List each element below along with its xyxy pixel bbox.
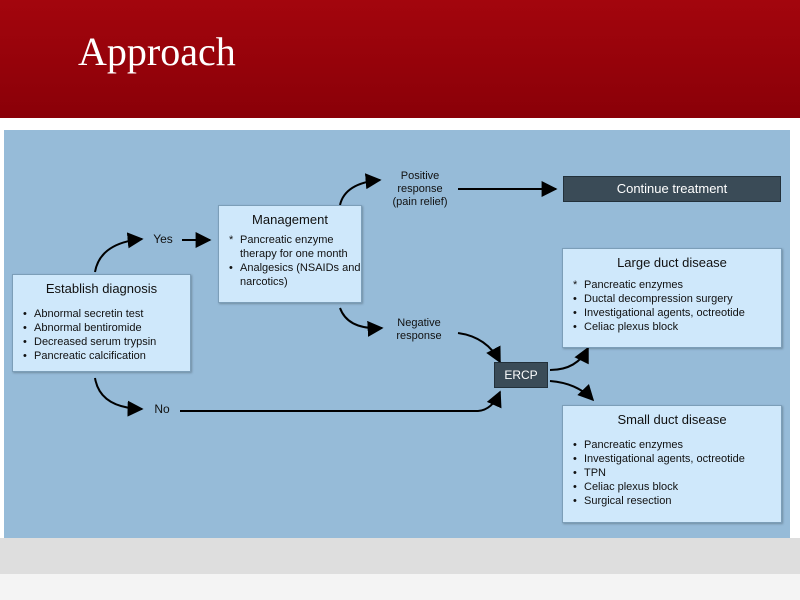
establish-diagnosis-list: Abnormal secretin test Abnormal bentirom… xyxy=(13,307,190,363)
list-item: Pancreatic enzymes xyxy=(573,438,781,452)
arrow-negative-to-ercp xyxy=(457,332,501,364)
negative-response-label: Negative response xyxy=(396,317,442,342)
list-item: Analgesics (NSAIDs and narcotics) xyxy=(229,261,361,289)
list-item: Investigational agents, octreotide xyxy=(573,306,781,320)
management-box: Management Pancreatic enzyme therapy for… xyxy=(218,205,362,303)
continue-treatment-box: Continue treatment xyxy=(563,176,781,202)
list-item: Celiac plexus block xyxy=(573,320,781,334)
footer-band xyxy=(0,538,800,574)
positive-response-label: Positive response (pain relief) xyxy=(392,170,448,208)
large-duct-list: Pancreatic enzymes Ductal decompression … xyxy=(563,278,781,334)
list-item: Celiac plexus block xyxy=(573,480,781,494)
arrow-ercp-to-small-duct xyxy=(549,380,595,402)
small-duct-title: Small duct disease xyxy=(617,412,727,427)
no-label: No xyxy=(154,402,170,416)
list-item: Pancreatic enzyme therapy for one month xyxy=(229,233,361,261)
yes-label: Yes xyxy=(153,232,173,246)
arrow-management-to-negative xyxy=(339,307,384,337)
large-duct-title: Large duct disease xyxy=(617,255,727,270)
list-item: Decreased serum trypsin xyxy=(23,335,190,349)
list-item: Surgical resection xyxy=(573,494,781,508)
list-item: Abnormal secretin test xyxy=(23,307,190,321)
list-item: Pancreatic enzymes xyxy=(573,278,781,292)
list-item: Investigational agents, octreotide xyxy=(573,452,781,466)
arrow-diagnosis-to-no xyxy=(94,377,144,417)
management-title: Management xyxy=(252,212,328,227)
bottom-strip xyxy=(0,574,800,600)
list-item: TPN xyxy=(573,466,781,480)
list-item: Pancreatic calcification xyxy=(23,349,190,363)
small-duct-list: Pancreatic enzymes Investigational agent… xyxy=(563,438,781,508)
arrow-diagnosis-to-yes xyxy=(94,232,144,273)
arrow-no-to-ercp xyxy=(180,390,502,412)
header-bar: Approach xyxy=(0,0,800,118)
arrow-ercp-to-large-duct xyxy=(549,346,589,371)
management-list: Pancreatic enzyme therapy for one month … xyxy=(219,233,361,289)
ercp-box: ERCP xyxy=(494,362,548,388)
arrow-management-to-positive xyxy=(339,173,382,206)
small-duct-box: Small duct disease Pancreatic enzymes In… xyxy=(562,405,782,523)
establish-diagnosis-box: Establish diagnosis Abnormal secretin te… xyxy=(12,274,191,372)
establish-diagnosis-title: Establish diagnosis xyxy=(45,281,158,296)
list-item: Ductal decompression surgery xyxy=(573,292,781,306)
large-duct-box: Large duct disease Pancreatic enzymes Du… xyxy=(562,248,782,348)
slide-title: Approach xyxy=(78,29,236,74)
list-item: Abnormal bentiromide xyxy=(23,321,190,335)
